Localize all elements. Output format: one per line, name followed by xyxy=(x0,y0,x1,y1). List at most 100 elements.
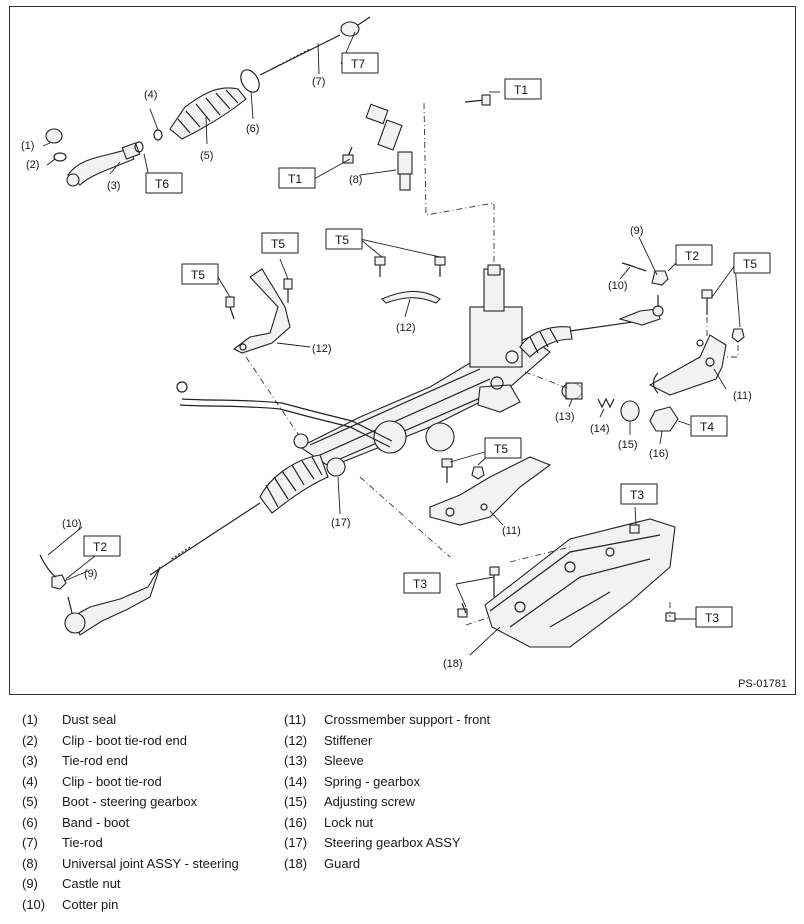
tie-rod-right xyxy=(569,295,664,332)
legend-item: (17)Steering gearbox ASSY xyxy=(284,833,461,854)
legend-text: Cotter pin xyxy=(62,896,119,912)
legend-text: Adjusting screw xyxy=(324,794,416,809)
svg-text:T7: T7 xyxy=(351,57,365,71)
legend-number: (9) xyxy=(22,876,38,891)
legend-text: Spring - gearbox xyxy=(324,773,421,789)
guard xyxy=(457,518,676,648)
legend-item: (16)Lock nut xyxy=(284,813,373,834)
band-boot xyxy=(240,69,260,93)
legend-item: (13)Sleeve xyxy=(284,751,364,772)
legend-item: (8) Universal joint ASSY - steering xyxy=(22,854,239,875)
sleeve xyxy=(561,382,583,400)
legend-number: (8) xyxy=(22,855,38,871)
legend-item: (1)Dust seal xyxy=(22,710,116,731)
legend-number: (7) xyxy=(22,835,38,850)
tie-rod-upper xyxy=(259,16,371,76)
callout-16: (16) xyxy=(649,448,669,460)
legend-text: Tie-rod xyxy=(62,835,103,850)
legend-number: (11) xyxy=(284,712,307,727)
callout-6: (6) xyxy=(246,123,259,135)
legend-text: Clip - boot tie-rod xyxy=(62,773,162,789)
torque-box-t3-left: T3 xyxy=(403,572,441,594)
hydraulic-line xyxy=(176,381,393,448)
legend-item: (4)Clip - boot tie-rod xyxy=(22,772,162,793)
svg-text:T3: T3 xyxy=(705,611,719,625)
clip-boot-tie-rod xyxy=(134,129,163,153)
bolt-t1-lower xyxy=(342,146,354,164)
stiffener-center xyxy=(374,256,446,304)
legend-item: (5) Boot - steering gearbox xyxy=(22,792,197,813)
legend-number: (6) xyxy=(22,814,38,830)
svg-text:T6: T6 xyxy=(155,177,169,191)
callout-9-left: (9) xyxy=(84,568,97,580)
gearbox-boot-left xyxy=(259,433,346,514)
legend-number: (10) xyxy=(22,896,46,912)
tie-rod-end-upper xyxy=(45,128,141,187)
legend-text: Crossmember support - front xyxy=(324,712,491,727)
legend-item: (9) Castle nut xyxy=(22,874,121,895)
legend-text: Dust seal xyxy=(62,712,117,727)
callout-12-center: (12) xyxy=(396,322,416,334)
torque-box-t7: T7 xyxy=(341,52,379,74)
legend-text: Boot - steering gearbox xyxy=(62,794,198,809)
universal-joint-assy xyxy=(365,103,413,191)
callout-12-left: (12) xyxy=(312,343,332,355)
leader-lines xyxy=(42,31,741,656)
legend-number: (14) xyxy=(284,773,308,789)
callout-14: (14) xyxy=(590,423,610,435)
svg-text:T1: T1 xyxy=(288,172,302,186)
callout-labels: (1) (2) (3) (4) (5) (6) (7) (8) (9) (10)… xyxy=(21,76,752,670)
torque-box-t3-right: T3 xyxy=(695,606,733,628)
legend-text: Castle nut xyxy=(62,876,121,891)
callout-7: (7) xyxy=(312,76,325,88)
legend-text: Universal joint ASSY - steering xyxy=(62,855,239,871)
legend-number: (2) xyxy=(22,732,38,748)
castle-nut-right xyxy=(651,270,669,286)
legend-item: (11) Crossmember support - front xyxy=(284,710,490,731)
legend-item: (15) Adjusting screw xyxy=(284,792,415,813)
callout-17: (17) xyxy=(331,517,351,529)
callout-3: (3) xyxy=(107,180,120,192)
boot-steering-gearbox-upper xyxy=(169,87,247,140)
legend-number: (18) xyxy=(284,855,308,871)
callout-1: (1) xyxy=(21,140,34,152)
steering-gearbox-exploded-view: (1) (2) (3) (4) (5) (6) (7) (8) (9) (10)… xyxy=(21,16,771,670)
legend-number: (3) xyxy=(22,753,38,768)
callout-2: (2) xyxy=(26,159,39,171)
torque-box-t5-stiffener-left-right: T5 xyxy=(261,232,299,254)
legend-item: (6) Band - boot xyxy=(22,813,129,834)
cotter-pin-right xyxy=(621,262,647,272)
legend-text: Band - boot xyxy=(62,814,130,830)
stiffener-left xyxy=(225,268,293,354)
callout-10-right: (10) xyxy=(608,280,628,292)
uj-alignment-line xyxy=(423,102,495,265)
svg-text:T3: T3 xyxy=(413,577,427,591)
callout-5: (5) xyxy=(200,150,213,162)
callout-9-right: (9) xyxy=(630,225,643,237)
svg-text:T2: T2 xyxy=(93,540,107,554)
legend-number: (12) xyxy=(284,732,308,748)
torque-box-t5-stiffener-left: T5 xyxy=(181,263,219,285)
svg-text:T5: T5 xyxy=(335,233,349,247)
gearbox-boot-right xyxy=(519,326,573,358)
stiffener-alignment-line xyxy=(245,356,301,438)
exploded-diagram-frame: (1) (2) (3) (4) (5) (6) (7) (8) (9) (10)… xyxy=(9,6,796,695)
svg-text:T5: T5 xyxy=(494,442,508,456)
crossmember-support-center xyxy=(429,456,552,526)
right-support-alignment-line xyxy=(706,317,739,358)
svg-text:T2: T2 xyxy=(685,249,699,263)
callout-13: (13) xyxy=(555,411,575,423)
legend-number: (5) xyxy=(22,794,38,809)
legend-text: Steering gearbox ASSY xyxy=(324,835,461,850)
torque-box-t2-left: T2 xyxy=(83,535,121,557)
callout-18: (18) xyxy=(443,658,463,670)
lock-nut xyxy=(649,406,679,432)
svg-text:T3: T3 xyxy=(630,488,644,502)
legend-text: Sleeve xyxy=(324,753,364,768)
torque-box-t6: T6 xyxy=(145,172,183,194)
legend-number: (15) xyxy=(284,794,308,809)
callout-8: (8) xyxy=(349,174,362,186)
callout-11-center: (11) xyxy=(502,525,521,537)
torque-box-t4: T4 xyxy=(690,415,728,437)
torque-box-t2-right: T2 xyxy=(675,244,713,266)
